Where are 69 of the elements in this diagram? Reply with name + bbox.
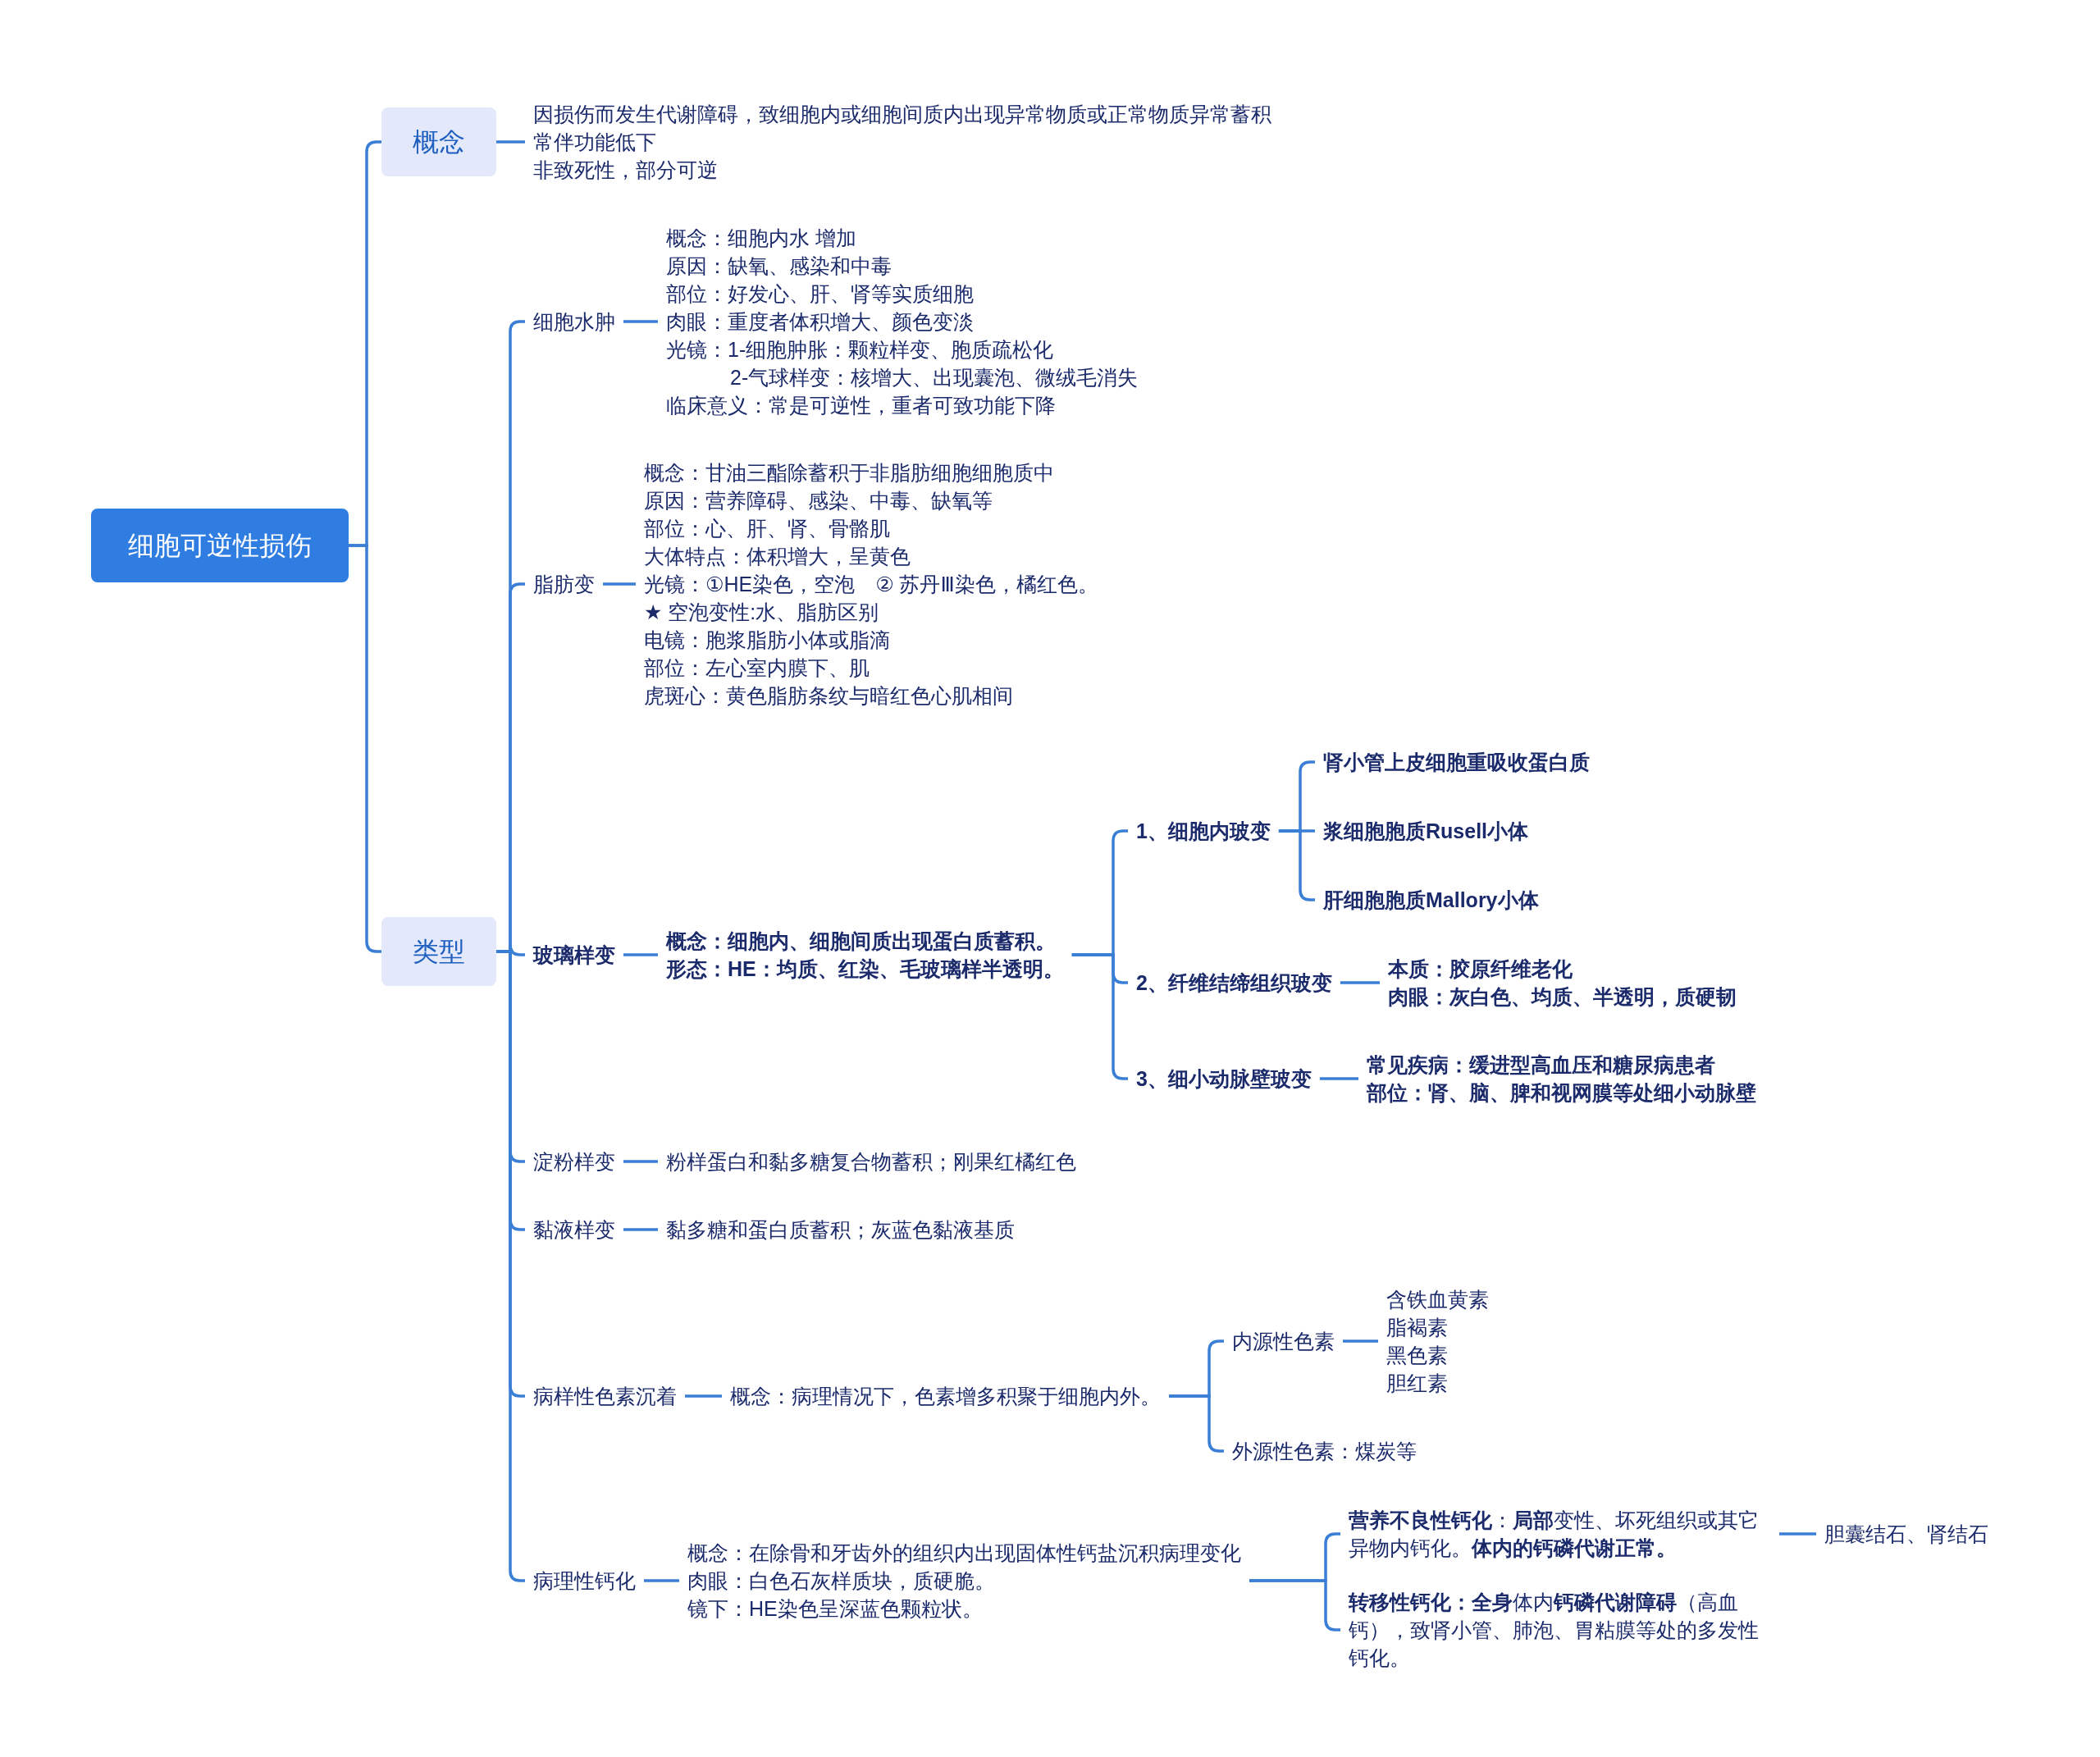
text-line: 镜下：HE染色呈深蓝色颗粒状。 bbox=[687, 1596, 984, 1622]
connector-line bbox=[1343, 1339, 1378, 1343]
connector-line bbox=[1319, 1077, 1358, 1080]
branch-label: 内源性色素 bbox=[1232, 1329, 1335, 1354]
branch-label: 外源性色素：煤炭等 bbox=[1232, 1439, 1417, 1464]
connector-line bbox=[623, 1160, 658, 1163]
detail-text: 转移性钙化：全身体内钙磷代谢障碍（高血钙），致肾小管、肺泡、胃粘膜等处的多发性钙化。 bbox=[1349, 1590, 1760, 1671]
branch-label: 3、细小动脉壁玻变 bbox=[1136, 1066, 1312, 1092]
text-line: 部位：心、肝、肾、骨骼肌 bbox=[644, 516, 891, 541]
text-line: 非致死性，部分可逆 bbox=[533, 157, 719, 183]
category-box: 类型 bbox=[381, 917, 496, 986]
text-line: ★ 空泡变性:水、脂肪区别 bbox=[644, 600, 880, 625]
detail-text: 营养不良性钙化：局部变性、坏死组织或其它异物内钙化。体内的钙磷代谢正常。 bbox=[1349, 1508, 1760, 1561]
detail-text: 概念：病理情况下，色素增多积聚于细胞内外。 bbox=[730, 1384, 1161, 1409]
text-line: 本质：胶原纤维老化 bbox=[1388, 956, 1573, 982]
text-line: 概念：甘油三酯除蓄积于非脂肪细胞细胞质中 bbox=[644, 460, 1055, 486]
text-line: 肉眼：重度者体积增大、颜色变淡 bbox=[666, 309, 975, 335]
branch-label: 1、细胞内玻变 bbox=[1136, 819, 1271, 844]
branch-label: 玻璃样变 bbox=[533, 942, 615, 968]
connector-line bbox=[1340, 981, 1380, 984]
text-line: 黑色素 bbox=[1386, 1343, 1449, 1368]
connector-line bbox=[623, 1228, 658, 1231]
text-line: 胆红素 bbox=[1386, 1371, 1449, 1396]
text-line: 虎斑心：黄色脂肪条纹与暗红色心肌相间 bbox=[644, 683, 1014, 709]
text-line: 光镜：①HE染色，空泡 ② 苏丹Ⅲ染色，橘红色。 bbox=[644, 572, 1098, 597]
branch-label: 2、纤维结缔组织玻变 bbox=[1136, 970, 1332, 996]
detail-text: 胆囊结石、肾结石 bbox=[1824, 1522, 1988, 1547]
branch-label: 细胞水肿 bbox=[533, 309, 615, 335]
branch-label: 浆细胞胞质Rusell小体 bbox=[1323, 819, 1529, 844]
text-line: 光镜：1-细胞肿胀：颗粒样变、胞质疏松化 bbox=[666, 337, 1055, 363]
text-line: 临床意义：常是可逆性，重者可致功能下降 bbox=[666, 393, 1057, 418]
central-topic-box: 细胞可逆性损伤 bbox=[91, 509, 349, 582]
text-line: 脂褐素 bbox=[1386, 1315, 1449, 1340]
text-line: 电镜：胞浆脂肪小体或脂滴 bbox=[644, 628, 891, 653]
text-line: 概念：细胞内、细胞间质出现蛋白质蓄积。 bbox=[666, 929, 1057, 954]
detail-text: 黏多糖和蛋白质蓄积；灰蓝色黏液基质 bbox=[666, 1217, 1015, 1243]
text-line: 部位：肾、脑、脾和视网膜等处细小动脉壁 bbox=[1367, 1080, 1756, 1106]
text-line: 2-气球样变：核增大、出现囊泡、微绒毛消失 bbox=[729, 365, 1139, 390]
text-line: 肉眼：灰白色、均质、半透明，质硬韧 bbox=[1388, 984, 1737, 1010]
detail-text: 粉样蛋白和黏多糖复合物蓄积；刚果红橘红色 bbox=[666, 1149, 1076, 1175]
category-box: 概念 bbox=[381, 107, 496, 176]
connector-line bbox=[349, 544, 381, 953]
connector-line bbox=[623, 320, 658, 323]
branch-label: 淀粉样变 bbox=[533, 1149, 615, 1175]
text-line: 常伴功能低下 bbox=[533, 130, 657, 155]
branch-label: 肾小管上皮细胞重吸收蛋白质 bbox=[1323, 750, 1590, 775]
text-line: 概念：在除骨和牙齿外的组织内出现固体性钙盐沉积病理变化 bbox=[687, 1540, 1241, 1566]
text-line: 概念：细胞内水 增加 bbox=[666, 226, 857, 251]
text-line: 大体特点：体积增大，呈黄色 bbox=[644, 544, 911, 569]
connector-line bbox=[496, 140, 525, 144]
text-line: 原因：缺氧、感染和中毒 bbox=[666, 253, 892, 279]
connector-line bbox=[644, 1579, 679, 1582]
branch-label: 脂肪变 bbox=[533, 572, 595, 597]
text-line: 含铁血黄素 bbox=[1386, 1287, 1489, 1312]
text-line: 原因：营养障碍、感染、中毒、缺氧等 bbox=[644, 488, 993, 513]
text-line: 部位：好发心、肝、肾等实质细胞 bbox=[666, 281, 975, 307]
connector-line bbox=[685, 1394, 722, 1398]
text-line: 肉眼：白色石灰样质块，质硬脆。 bbox=[687, 1568, 996, 1594]
text-line: 部位：左心室内膜下、肌 bbox=[644, 655, 870, 681]
branch-label: 病理性钙化 bbox=[533, 1568, 636, 1594]
branch-label: 黏液样变 bbox=[533, 1217, 615, 1243]
branch-label: 肝细胞胞质Mallory小体 bbox=[1323, 888, 1539, 913]
text-line: 常见疾病：缓进型高血压和糖尿病患者 bbox=[1367, 1052, 1716, 1078]
branch-label: 病样性色素沉着 bbox=[533, 1384, 677, 1409]
connector-line bbox=[1779, 1532, 1816, 1536]
text-line: 因损伤而发生代谢障碍，致细胞内或细胞间质内出现异常物质或正常物质异常蓄积 bbox=[533, 102, 1271, 127]
connector-line bbox=[623, 953, 658, 956]
connector-line bbox=[603, 582, 636, 586]
text-line: 形态：HE：均质、红染、毛玻璃样半透明。 bbox=[666, 956, 1064, 982]
